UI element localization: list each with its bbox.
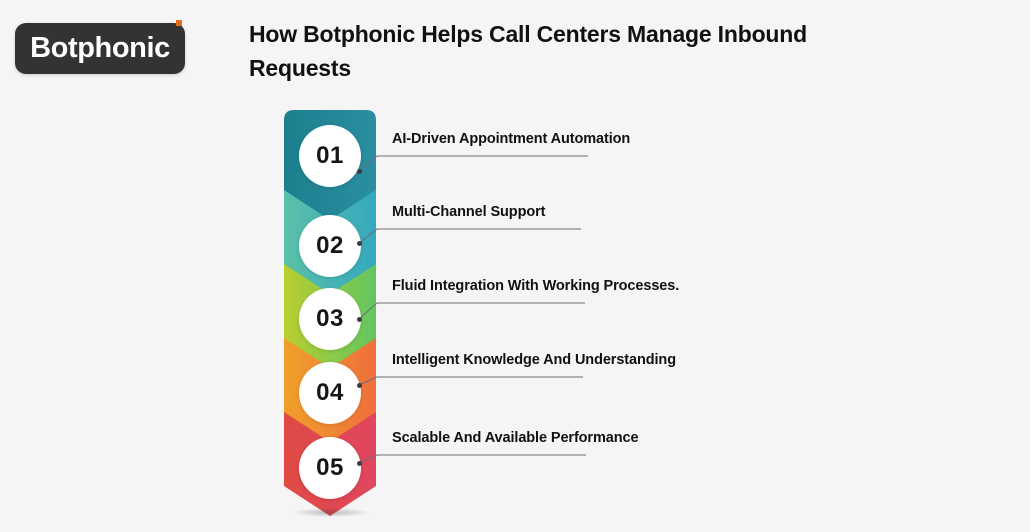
step-number-circle-05: 05 [299, 437, 361, 499]
connector-dot-05 [357, 461, 362, 466]
step-number-circle-01: 01 [299, 125, 361, 187]
step-label-05: Scalable And Available Performance [392, 430, 639, 446]
brand-accent-dot-icon [176, 20, 182, 26]
step-label-02: Multi-Channel Support [392, 204, 546, 220]
step-number-circle-02: 02 [299, 215, 361, 277]
brand-wordmark: Botphonic [30, 32, 170, 64]
connector-line-01 [358, 155, 588, 172]
stack-ground-shadow [293, 508, 369, 517]
connector-line-05 [358, 454, 586, 464]
page-title: How Botphonic Helps Call Centers Manage … [249, 21, 807, 81]
connector-dot-03 [357, 317, 362, 322]
step-number-circle-04: 04 [299, 362, 361, 424]
connector-line-04 [358, 376, 583, 386]
step-label-04: Intelligent Knowledge And Understanding [392, 352, 676, 368]
connector-dot-02 [357, 241, 362, 246]
step-label-01: AI-Driven Appointment Automation [392, 131, 631, 147]
step-label-03: Fluid Integration With Working Processes… [392, 278, 680, 294]
step-number-circle-03: 03 [299, 288, 361, 350]
connector-dot-04 [357, 383, 362, 388]
connector-line-02 [358, 228, 581, 244]
brand-logo-badge[interactable]: Botphonic [15, 20, 185, 74]
connector-dot-01 [357, 169, 362, 174]
connector-line-03 [358, 302, 585, 320]
